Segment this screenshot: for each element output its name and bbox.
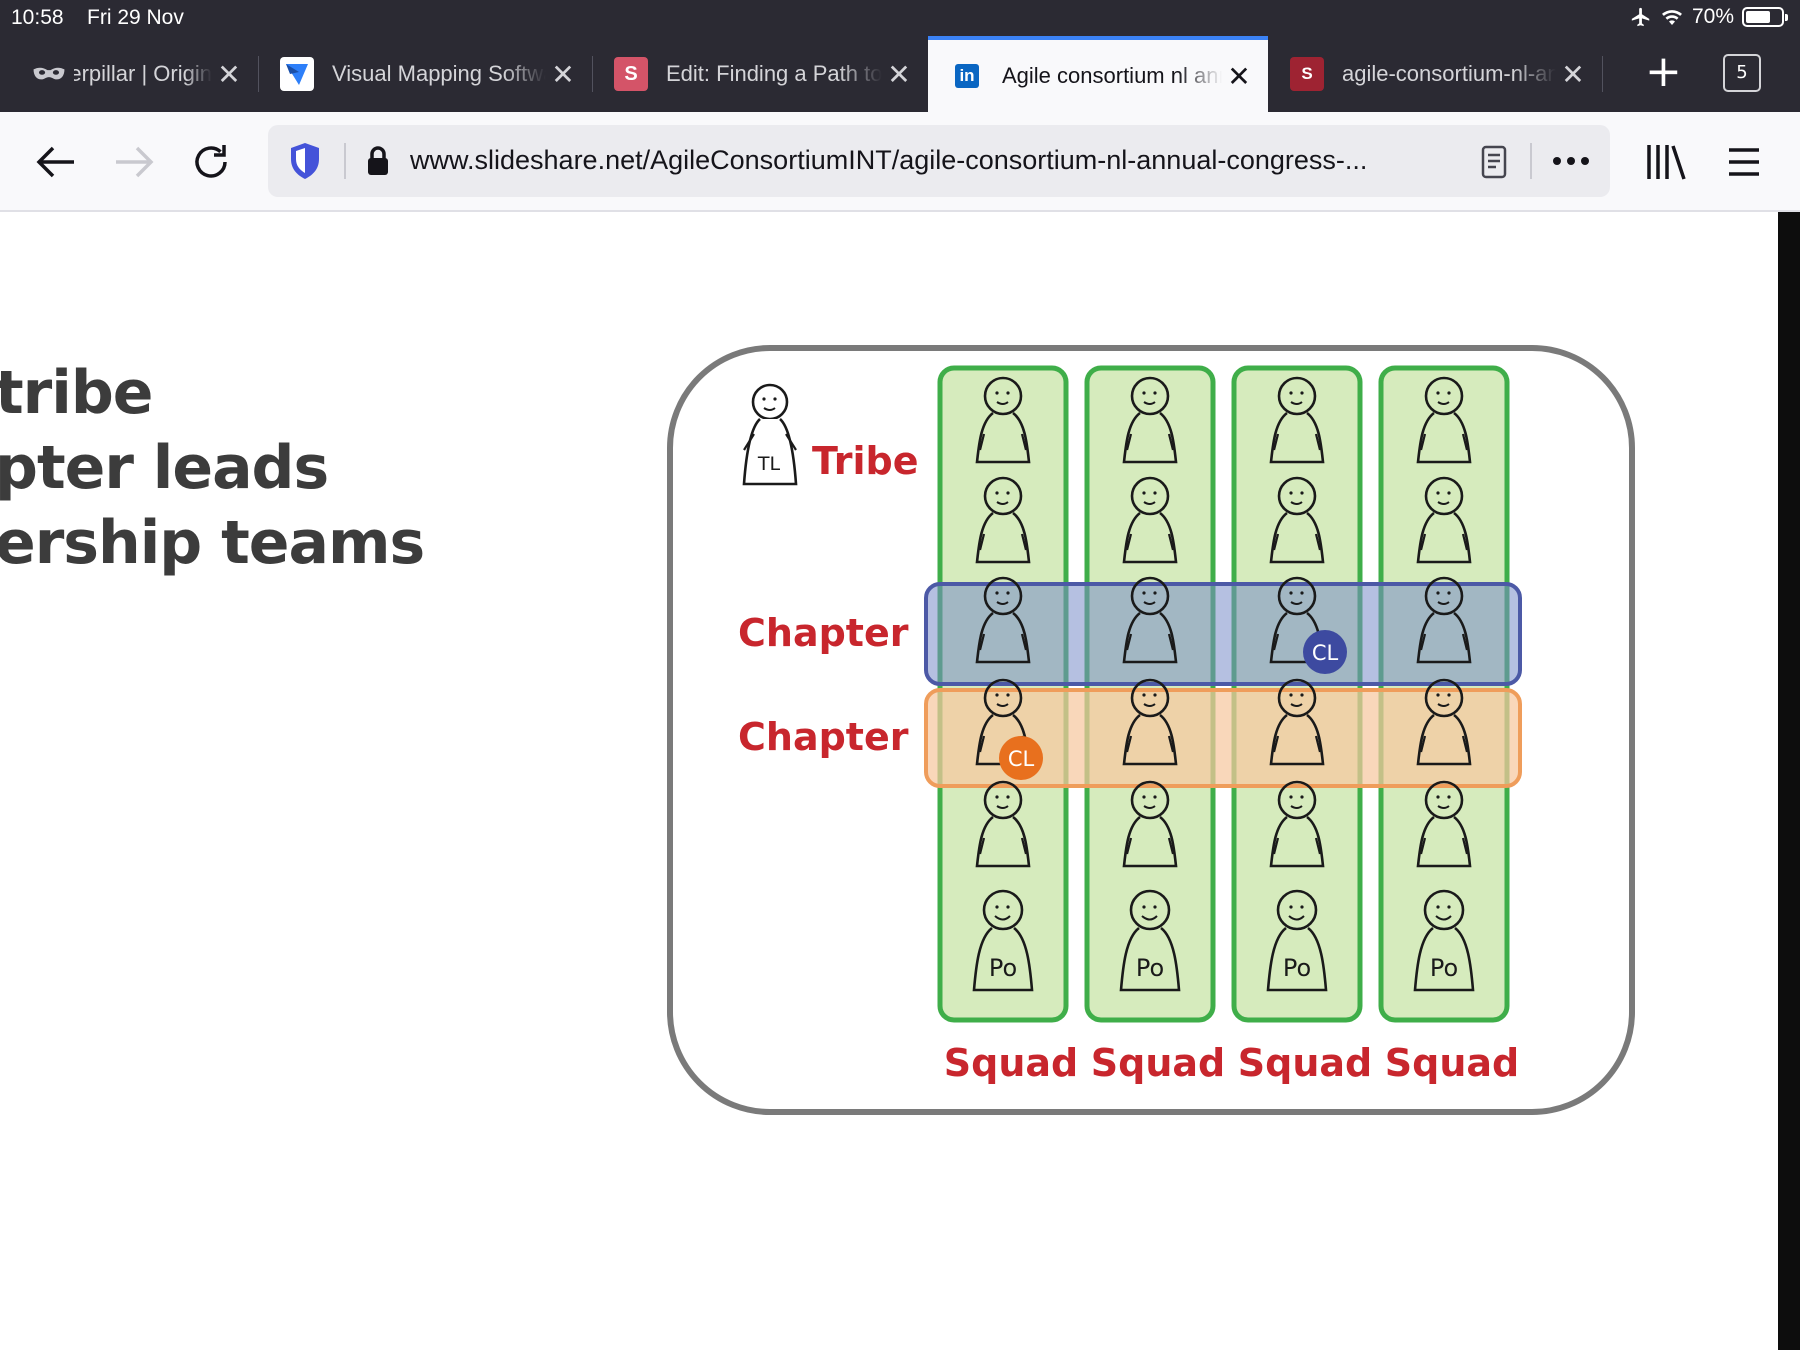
tab-5-title: agile-consortium-nl-annual	[1342, 61, 1556, 86]
forward-arrow-icon	[116, 146, 154, 178]
tab-2[interactable]: Visual Mapping Software ✕	[258, 36, 592, 112]
tribe-lead-badge: TL	[757, 453, 781, 475]
reader-view-icon[interactable]	[1480, 145, 1508, 179]
slideshare-icon: S	[1290, 57, 1324, 91]
tab-1-title: Unhappy Caterpillar | Origin	[74, 61, 212, 86]
slideshare-edit-icon: S	[614, 57, 648, 91]
chapter-row-blue	[924, 582, 1522, 686]
close-icon[interactable]: ✕	[887, 58, 911, 90]
reload-button[interactable]	[183, 134, 239, 190]
chapter-label-1: Chapter	[738, 611, 909, 655]
product-owner-badge: Po	[989, 954, 1017, 982]
product-owner: Po	[972, 889, 1034, 992]
lock-icon	[368, 146, 388, 175]
close-icon[interactable]: ✕	[551, 58, 575, 90]
chapter-row-orange	[924, 688, 1522, 788]
back-arrow-icon	[36, 146, 74, 178]
tab-3[interactable]: S Edit: Finding a Path to Agile ✕	[592, 36, 928, 112]
squad-label-1: Squad	[944, 1041, 1078, 1085]
forward-button[interactable]	[106, 134, 162, 190]
back-button[interactable]	[28, 134, 84, 190]
battery-percent: 70%	[1691, 5, 1734, 28]
tab-4-active[interactable]: in Agile consortium nl annual congress ✕	[928, 36, 1268, 112]
new-tab-button[interactable]: +	[1645, 46, 1682, 97]
url-text[interactable]: www.slideshare.net/AgileConsortiumINT/ag…	[410, 145, 1368, 175]
product-owner-badge: Po	[1430, 954, 1458, 982]
product-owner: Po	[1413, 889, 1475, 992]
url-bar[interactable]: www.slideshare.net/AgileConsortiumINT/ag…	[268, 125, 1610, 197]
close-icon[interactable]: ✕	[217, 58, 241, 90]
sidebar-edge	[1778, 212, 1800, 1350]
status-indicators: 70%	[1630, 5, 1788, 29]
airplane-icon	[1631, 7, 1650, 27]
reload-icon	[195, 145, 227, 178]
mask-icon	[33, 67, 65, 80]
status-time: 10:58	[11, 6, 64, 29]
tribe-label: Tribe	[812, 439, 919, 483]
battery-icon	[1742, 7, 1788, 27]
slide-text-line-3: ership teams	[0, 508, 425, 578]
slide-text-line-2: pter leads	[0, 433, 329, 503]
product-owner: Po	[1119, 889, 1181, 992]
product-owner: Po	[1266, 889, 1328, 992]
chapter-lead-badge-1: CL	[1303, 630, 1347, 674]
tab-4-title: Agile consortium nl annual congress	[1002, 63, 1222, 88]
close-icon[interactable]: ✕	[1227, 60, 1251, 92]
squad-label-4: Squad	[1385, 1041, 1519, 1085]
product-owner-badge: Po	[1136, 954, 1164, 982]
wifi-icon	[1661, 10, 1682, 25]
chapter-lead-badge-2: CL	[999, 736, 1043, 780]
close-icon[interactable]: ✕	[1561, 58, 1585, 90]
tribe-lead: TL	[742, 383, 798, 486]
tab-count-button[interactable]: 5	[1723, 54, 1761, 92]
page-content: tribe pter leads ership teams Po Po Po Po C…	[0, 212, 1778, 1350]
slide-text-line-1: tribe	[0, 358, 153, 428]
tab-3-title: Edit: Finding a Path to Agile	[666, 61, 882, 86]
tab-1[interactable]: Unhappy Caterpillar | Origin ✕	[0, 36, 258, 112]
mapping-app-icon	[280, 57, 314, 91]
spotify-model-diagram: Po Po Po Po CL CL TL Tribe Chapter Chapter S…	[667, 345, 1635, 1115]
tab-2-title: Visual Mapping Software	[332, 61, 546, 86]
library-icon	[1647, 145, 1686, 180]
library-button[interactable]	[1638, 134, 1694, 190]
tab-5[interactable]: S agile-consortium-nl-annual ✕	[1268, 36, 1602, 112]
battery-fill	[1746, 11, 1770, 23]
product-owner-badge: Po	[1283, 954, 1311, 982]
squad-label-2: Squad	[1091, 1041, 1225, 1085]
menu-button[interactable]	[1716, 134, 1772, 190]
chapter-label-2: Chapter	[738, 715, 909, 759]
svg-text:CL: CL	[1008, 747, 1035, 771]
linkedin-icon: in	[950, 59, 984, 93]
status-date: Fri 29 Nov	[87, 6, 184, 29]
navigation-toolbar: www.slideshare.net/AgileConsortiumINT/ag…	[0, 112, 1800, 212]
svg-text:CL: CL	[1312, 641, 1339, 665]
status-bar: 10:58 Fri 29 Nov 70%	[0, 0, 1800, 36]
browser-chrome: 10:58 Fri 29 Nov 70% Unhappy Caterpillar…	[0, 0, 1800, 112]
hamburger-icon	[1729, 148, 1759, 176]
squad-label-3: Squad	[1238, 1041, 1372, 1085]
tab-strip: Unhappy Caterpillar | Origin ✕ Visual Ma…	[0, 36, 1800, 112]
shield-icon	[291, 143, 319, 179]
more-icon[interactable]	[1551, 155, 1591, 167]
